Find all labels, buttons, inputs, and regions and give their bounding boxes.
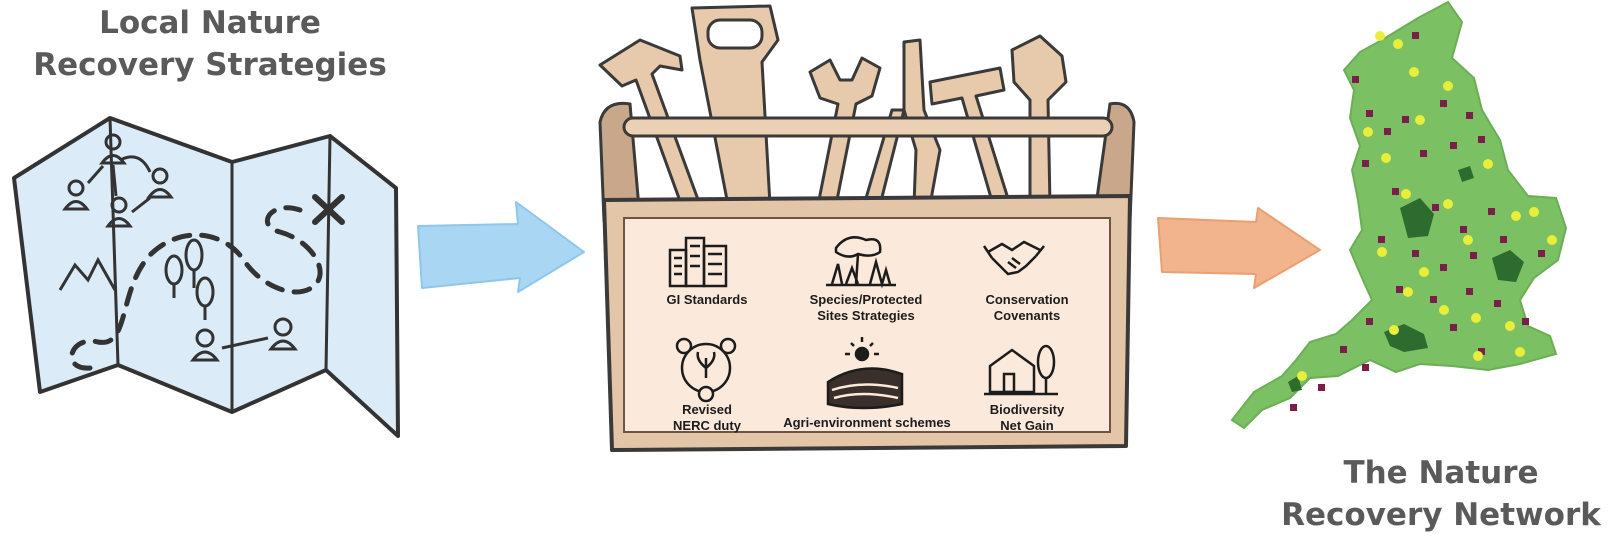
blue-arrow — [417, 201, 585, 293]
dark-green-sites — [1288, 166, 1524, 392]
folded-map — [12, 116, 400, 438]
left-title-line-2: Recovery Strategies — [33, 47, 387, 83]
covenants-line-1: Conservation — [985, 292, 1069, 307]
nature-recovery-network-title: The Nature Recovery Network — [1265, 452, 1617, 536]
left-title-line-1: Local Nature — [99, 5, 321, 41]
species-line-1: Species/Protected — [809, 292, 923, 307]
field-sun-icon — [826, 337, 904, 410]
house-tree-icon — [984, 344, 1058, 396]
biodiversity-net-gain-label: Biodiversity Net Gain — [952, 402, 1102, 434]
gi-standards-line-1: GI Standards — [666, 292, 748, 307]
tools-icon — [598, 4, 1068, 214]
purple-sites — [1290, 32, 1545, 411]
revised-nerc-duty-label: Revised NERC duty — [632, 402, 782, 434]
agri-line-1: Agri-environment schemes — [783, 415, 951, 430]
gi-standards-label: GI Standards — [632, 292, 782, 308]
species-line-2: Sites Strategies — [817, 308, 915, 323]
bng-line-1: Biodiversity — [989, 402, 1065, 417]
buildings-icon — [668, 236, 728, 288]
cycle-plant-icon — [675, 337, 737, 403]
people-network-icon — [62, 133, 299, 362]
x-marks-spot-icon — [312, 194, 345, 225]
nerc-line-2: NERC duty — [673, 418, 741, 433]
tree-and-grass-icon — [826, 236, 896, 289]
local-nature-recovery-title: Local Nature Recovery Strategies — [20, 2, 400, 86]
covenants-line-2: Covenants — [993, 308, 1061, 323]
bng-line-2: Net Gain — [1000, 418, 1054, 433]
trees-icon — [164, 238, 215, 320]
right-title-line-1: The Nature — [1343, 455, 1539, 491]
mountains-icon — [58, 256, 117, 291]
right-title-line-2: Recovery Network — [1281, 497, 1601, 533]
nerc-line-1: Revised — [682, 402, 732, 417]
orange-arrow — [1157, 207, 1321, 289]
conservation-covenants-label: Conservation Covenants — [952, 292, 1102, 324]
handshake-icon — [982, 240, 1045, 276]
england-map — [1230, 0, 1568, 430]
agri-environment-schemes-label: Agri-environment schemes — [772, 415, 962, 431]
yellow-sites — [1297, 31, 1557, 381]
species-protected-sites-label: Species/Protected Sites Strategies — [786, 292, 946, 324]
